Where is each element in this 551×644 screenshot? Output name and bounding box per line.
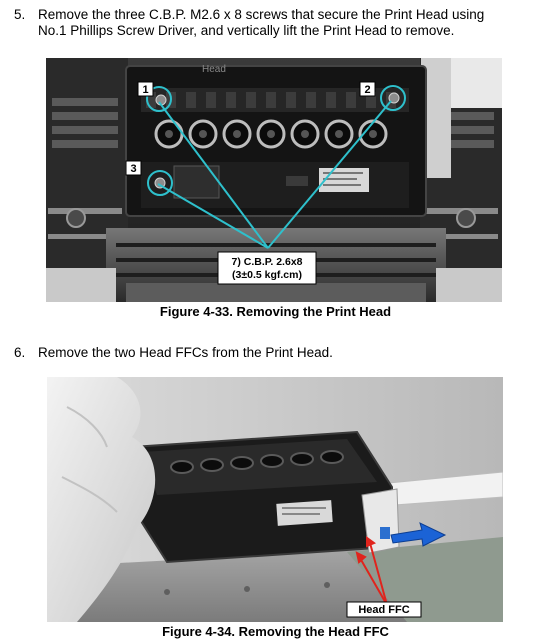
- screw-label-2-text: 2: [364, 84, 370, 96]
- step-text: Remove the two Head FFCs from the Print …: [38, 345, 333, 361]
- screw-callout: 7) C.B.P. 2.6x8 (3±0.5 kgf.cm): [217, 251, 317, 285]
- step-number: 6.: [14, 345, 26, 360]
- step-number: 5.: [14, 7, 26, 22]
- screw-label-1: 1: [137, 81, 154, 97]
- head-stamp: Head: [202, 64, 226, 75]
- screw-label-1-text: 1: [142, 84, 148, 96]
- step-text-line: No.1 Phillips Screw Driver, and vertical…: [38, 23, 455, 38]
- figure-4-34-caption: Figure 4-34. Removing the Head FFC: [162, 624, 389, 639]
- callout-line-1: 7) C.B.P. 2.6x8: [231, 256, 302, 268]
- screw-label-3-text: 3: [130, 163, 136, 175]
- figure-4-33-caption: Figure 4-33. Removing the Print Head: [159, 304, 392, 319]
- step-text-line: Remove the three C.B.P. M2.6 x 8 screws …: [38, 7, 485, 22]
- step-text-line: Remove the two Head FFCs from the Print …: [38, 345, 333, 360]
- screw-label-2: 2: [359, 81, 376, 97]
- head-ffc-label: Head FFC: [346, 601, 422, 618]
- print-head-photo: 1 2 3 Head 7) C.B.P. 2.6x8 (3±0.5 kgf.cm…: [46, 58, 502, 302]
- step-text: Remove the three C.B.P. M2.6 x 8 screws …: [38, 7, 484, 39]
- callout-line-2: (3±0.5 kgf.cm): [232, 269, 302, 281]
- screw-label-3: 3: [125, 160, 142, 176]
- head-ffc-label-text: Head FFC: [358, 604, 409, 616]
- head-ffc-photo: Head FFC: [47, 377, 503, 622]
